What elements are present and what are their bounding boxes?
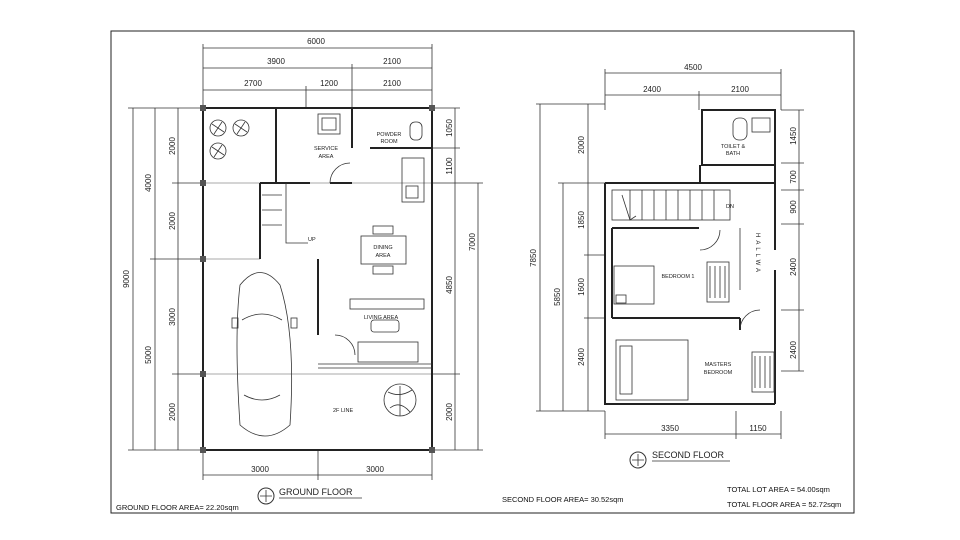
sf-area-label: SECOND FLOOR AREA= 30.52sqm (502, 495, 624, 504)
compass-icon (629, 451, 647, 469)
gf-service-label-2: AREA (319, 154, 334, 160)
gf-dining-label-2: AREA (376, 253, 391, 259)
sf-title: SECOND FLOOR (652, 450, 725, 460)
gf-service-label-1: SERVICE (314, 146, 338, 152)
gf-dim-bottom-3000a: 3000 (251, 465, 269, 474)
gf-dim-top-2100a: 2100 (383, 57, 401, 66)
gf-dim-left-2000a: 2000 (168, 137, 177, 155)
sf-dn-label: DN (726, 204, 734, 210)
sf-title-block: SECOND FLOOR (629, 450, 730, 469)
sf-dim-right-700: 700 (789, 170, 798, 184)
sf-stairs: DN (611, 189, 734, 221)
sf-dim-left-5850: 5850 (553, 288, 562, 306)
gf-right-dimensions: 1050 1100 4850 7000 2000 (432, 107, 483, 451)
gf-dim-top-1200: 1200 (320, 79, 338, 88)
gf-dim-left-5000: 5000 (144, 346, 153, 364)
compass-icon (257, 487, 275, 505)
sf-dim-right-900: 900 (789, 200, 798, 214)
sf-dim-right-2400b: 2400 (789, 341, 798, 359)
sf-dim-left-1850: 1850 (577, 211, 586, 229)
gf-powder-label-1: POWDER (377, 132, 402, 138)
gf-left-dimensions: 9000 4000 5000 2000 2000 3000 2000 (122, 107, 203, 451)
total-floor-area: TOTAL FLOOR AREA = 52.72sqm (727, 500, 841, 509)
gf-dim-top-3900: 3900 (267, 57, 285, 66)
gf-bottom-dimensions: 3000 3000 (202, 450, 433, 480)
gf-dim-right-4850: 4850 (445, 276, 454, 294)
sf-dim-left-2400: 2400 (577, 348, 586, 366)
sf-top-dimensions: 4500 2400 2100 (604, 63, 782, 110)
sf-dim-right-1450: 1450 (789, 127, 798, 145)
gf-dim-right-1100: 1100 (445, 157, 454, 175)
sf-toilet-label-2: BATH (726, 151, 740, 157)
sf-dim-bottom-3350: 3350 (661, 424, 679, 433)
sf-toilet-label-1: TOILET & (721, 144, 746, 150)
sf-dim-top-2400: 2400 (643, 85, 661, 94)
gf-dim-right-7000: 7000 (468, 233, 477, 251)
gf-dining-label-1: DINING (373, 245, 392, 251)
sf-dim-top-4500: 4500 (684, 63, 702, 72)
gf-title: GROUND FLOOR (279, 487, 353, 497)
sf-dim-left-1600: 1600 (577, 278, 586, 296)
sf-masters-label-1: MASTERS (705, 362, 732, 368)
sf-bedroom1-label: BEDROOM 1 (661, 274, 694, 280)
gf-fixtures (262, 113, 425, 363)
gf-dim-top-2100b: 2100 (383, 79, 401, 88)
gf-title-block: GROUND FLOOR (257, 487, 362, 505)
gf-top-dimensions: 6000 3900 2100 2700 1200 2100 (202, 37, 433, 108)
sf-fixtures (613, 117, 775, 401)
gf-2f-line-label: 2F LINE (333, 408, 354, 414)
sf-right-dimensions: 1450 700 900 2400 2400 (781, 109, 804, 372)
sf-walls (604, 109, 776, 405)
total-lot-area: TOTAL LOT AREA = 54.00sqm (727, 485, 830, 494)
sf-dim-left-7850: 7850 (529, 249, 538, 267)
sf-dim-right-2400a: 2400 (789, 258, 798, 276)
gf-dim-left-2000b: 2000 (168, 212, 177, 230)
gf-plant-icons (209, 119, 417, 417)
second-floor-plan: 4500 2400 2100 7850 5850 2000 1850 1600 … (502, 63, 804, 504)
gf-dim-left-9000: 9000 (122, 270, 131, 288)
sf-left-dimensions: 7850 5850 2000 1850 1600 2400 (529, 103, 605, 412)
gf-grid-lines (203, 182, 432, 375)
gf-up-label: UP (308, 237, 316, 243)
gf-area-label: GROUND FLOOR AREA= 22.20sqm (116, 503, 239, 512)
sf-bottom-dimensions: 3350 1150 (604, 411, 782, 439)
gf-dim-bottom-3000b: 3000 (366, 465, 384, 474)
sf-dim-bottom-1150: 1150 (749, 424, 767, 433)
car-icon (231, 272, 298, 437)
sf-masters-label-2: BEDROOM (704, 370, 733, 376)
gf-dim-right-2000: 2000 (445, 403, 454, 421)
sf-dim-top-2100: 2100 (731, 85, 749, 94)
ground-floor-plan: 6000 3900 2100 2700 1200 2100 9000 4000 … (116, 37, 483, 512)
sf-hallway-label: HALLWA (754, 233, 760, 275)
gf-powder-label-2: ROOM (380, 139, 398, 145)
gf-dim-right-1050: 1050 (445, 119, 454, 137)
gf-walls (200, 105, 435, 453)
sheet-border (110, 30, 855, 514)
gf-dim-left-3000: 3000 (168, 308, 177, 326)
gf-living-label: LIVING AREA (364, 315, 399, 321)
gf-dim-left-4000: 4000 (144, 174, 153, 192)
gf-dim-left-2000c: 2000 (168, 403, 177, 421)
gf-dim-top-2700: 2700 (244, 79, 262, 88)
sf-dim-left-2000: 2000 (577, 136, 586, 154)
gf-dim-top-total: 6000 (307, 37, 325, 46)
